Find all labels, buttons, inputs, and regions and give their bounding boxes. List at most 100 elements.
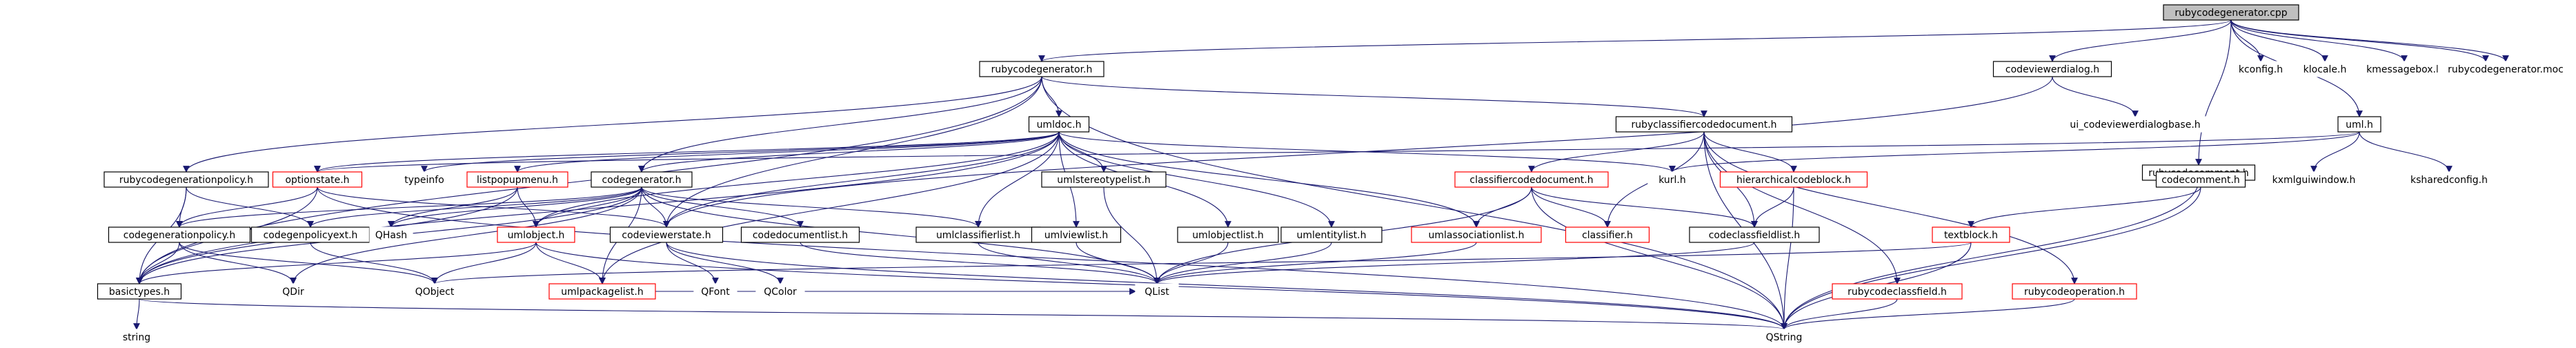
node-kxmlguiwindow-h[interactable]: kxmlguiwindow.h <box>2263 171 2365 188</box>
node-label: umlclassifierlist.h <box>936 230 1020 241</box>
node-box <box>369 226 413 243</box>
node-optionstate-h[interactable]: optionstate.h <box>272 171 363 188</box>
node-umldoc-h[interactable]: umldoc.h <box>1028 116 1090 133</box>
edge-codecomment-h-to-textblock-h <box>1968 186 2201 228</box>
node-codegenpolicyext-h[interactable]: codegenpolicyext.h <box>250 226 370 243</box>
edge-umldoc-h-to-kurl-h <box>1058 131 1676 173</box>
node-box <box>1832 283 1963 300</box>
node-label: umlassociationlist.h <box>1428 230 1524 241</box>
node-qobject[interactable]: QObject <box>406 283 463 300</box>
node-label: kmessagebox.h <box>2366 64 2442 75</box>
node-ui-codeviewerdialogbase-h[interactable]: ui_codeviewerdialogbase.h <box>2055 116 2215 133</box>
node-umlassociationlist-h[interactable]: umlassociationlist.h <box>1411 226 1542 243</box>
node-kurl-h[interactable]: kurl.h <box>1647 171 1697 188</box>
node-umlobjectlist-h[interactable]: umlobjectlist.h <box>1177 226 1279 243</box>
edge-hierarchicalcodeblock-h-to-codeclassfieldlist-h <box>1751 186 1794 228</box>
node-qdir[interactable]: QDir <box>274 283 313 300</box>
node-label: rubycodegenerator.moc <box>2448 64 2564 75</box>
node-label: codeviewerstate.h <box>622 230 711 241</box>
edge-umldoc-h-to-umlobject-h <box>533 131 1060 228</box>
node-label: umlpackagelist.h <box>561 287 643 298</box>
edge-codegenerationpolicy-h-to-qdir <box>179 242 297 284</box>
node-label: kxmlguiwindow.h <box>2272 175 2356 186</box>
node-codegenerator-h[interactable]: codegenerator.h <box>591 171 693 188</box>
node-box <box>406 283 463 300</box>
node-codeviewerstate-h[interactable]: codeviewerstate.h <box>609 226 724 243</box>
edge-umldoc-h-to-codeviewerstate-h <box>663 131 1060 228</box>
node-classifiercodedocument-h[interactable]: classifiercodedocument.h <box>1454 171 1609 188</box>
node-codeviewerdialog-h[interactable]: codeviewerdialog.h <box>1992 61 2112 77</box>
node-label: umlentitylist.h <box>1297 230 1367 241</box>
node-codedocumentlist-h[interactable]: codedocumentlist.h <box>740 226 860 243</box>
node-string[interactable]: string <box>112 329 161 345</box>
node-qstring[interactable]: QString <box>1756 329 1812 345</box>
node-rubycodeclassfield-h[interactable]: rubycodeclassfield.h <box>1832 283 1963 300</box>
node-label: rubycodegenerationpolicy.h <box>119 175 253 186</box>
node-umlstereotypelist-h[interactable]: umlstereotypelist.h <box>1041 171 1167 188</box>
node-kconfig-h[interactable]: kconfig.h <box>2227 61 2295 77</box>
node-textblock-h[interactable]: textblock.h <box>1932 226 2010 243</box>
edge-codeviewerstate-h-to-qstring <box>666 242 1787 330</box>
node-box <box>1135 283 1179 300</box>
node-rubycodegenerator-cpp[interactable]: rubycodegenerator.cpp <box>2163 4 2299 21</box>
node-label: QObject <box>415 287 455 298</box>
edge-uml-h-to-kurl-h <box>1669 131 2360 173</box>
node-klocale-h[interactable]: klocale.h <box>2291 61 2359 77</box>
edge-codegenerationpolicy-h-to-qobject <box>179 242 438 284</box>
node-rubycodeoperation-h[interactable]: rubycodeoperation.h <box>2012 283 2137 300</box>
node-kmessagebox-h[interactable]: kmessagebox.h <box>2359 61 2450 77</box>
node-label: kurl.h <box>1658 175 1686 186</box>
node-codeclassfieldlist-h[interactable]: codeclassfieldlist.h <box>1689 226 1820 243</box>
node-qfont[interactable]: QFont <box>693 283 737 300</box>
node-classifier-h[interactable]: classifier.h <box>1565 226 1650 243</box>
node-basictypes-h[interactable]: basictypes.h <box>97 283 182 300</box>
node-umlobject-h[interactable]: umlobject.h <box>497 226 575 243</box>
node-box <box>2163 4 2299 21</box>
node-umlclassifierlist-h[interactable]: umlclassifierlist.h <box>915 226 1041 243</box>
node-qhash[interactable]: QHash <box>369 226 413 243</box>
node-label: classifiercodedocument.h <box>1469 175 1593 186</box>
edge-umlassociationlist-h-to-qlist <box>1153 242 1477 284</box>
node-label: string <box>123 332 150 343</box>
node-label: QString <box>1766 332 1803 343</box>
node-umlentitylist-h[interactable]: umlentitylist.h <box>1280 226 1383 243</box>
node-box <box>97 283 182 300</box>
node-qlist[interactable]: QList <box>1135 283 1179 300</box>
node-umlpackagelist-h[interactable]: umlpackagelist.h <box>548 283 656 300</box>
node-rubycodegenerator-moc[interactable]: rubycodegenerator.moc <box>2437 61 2574 77</box>
node-codegenerationpolicy-h[interactable]: codegenerationpolicy.h <box>108 226 251 243</box>
edge-codegenerator-h-to-qhash <box>388 186 642 228</box>
node-label: codegenerator.h <box>602 175 682 186</box>
edge-codeviewerstate-h-to-qcolor <box>666 242 784 284</box>
node-box <box>1177 226 1279 243</box>
node-uml-h[interactable]: uml.h <box>2337 116 2381 133</box>
edge-hierarchicalcodeblock-h-to-qstring <box>1781 186 1794 330</box>
node-rubyclassifiercodedocument-h[interactable]: rubyclassifiercodedocument.h <box>1615 116 1793 133</box>
edge-umlobject-h-to-umlpackagelist-h <box>535 242 606 284</box>
edge-rubycodegenerator-cpp-to-klocale-h <box>2230 19 2328 62</box>
node-listpopupmenu-h[interactable]: listpopupmenu.h <box>466 171 568 188</box>
node-label: classifier.h <box>1582 230 1633 241</box>
node-qcolor[interactable]: QColor <box>755 283 805 300</box>
edge-umldoc-h-to-optionstate-h <box>314 131 1060 173</box>
node-rubycodegenerator-h[interactable]: rubycodegenerator.h <box>979 61 1104 77</box>
node-label: uml.h <box>2346 119 2373 130</box>
node-rubycodegenerationpolicy-h[interactable]: rubycodegenerationpolicy.h <box>103 171 269 188</box>
edge-rubyclassifiercodedocument-h-to-hierarchicalcodeblock-h <box>1703 131 1797 173</box>
edge-basictypes-h-to-string <box>133 298 140 330</box>
edge-classifiercodedocument-h-to-qstring <box>1531 186 1787 330</box>
node-codecomment-h[interactable]: codecomment.h <box>2155 171 2246 188</box>
edge-rubycodegenerator-cpp-to-qregexp <box>2230 19 2489 62</box>
edge-optionstate-h-to-qstring <box>317 186 1787 330</box>
node-hierarchicalcodeblock-h[interactable]: hierarchicalcodeblock.h <box>1719 171 1868 188</box>
node-typeinfo[interactable]: typeinfo <box>393 171 455 188</box>
node-label: umlviewlist.h <box>1044 230 1109 241</box>
node-box <box>979 61 1104 77</box>
edge-rubycodegenerator-cpp-to-rubycodegenerator-moc <box>2230 19 2509 62</box>
node-box <box>548 283 656 300</box>
node-box <box>466 171 568 188</box>
edge-umlobject-h-to-basictypes-h <box>136 242 537 284</box>
node-umlviewlist-h[interactable]: umlviewlist.h <box>1031 226 1122 243</box>
node-label: ui_codeviewerdialogbase.h <box>2070 119 2200 130</box>
node-ksharedconfig-h[interactable]: ksharedconfig.h <box>2398 171 2500 188</box>
